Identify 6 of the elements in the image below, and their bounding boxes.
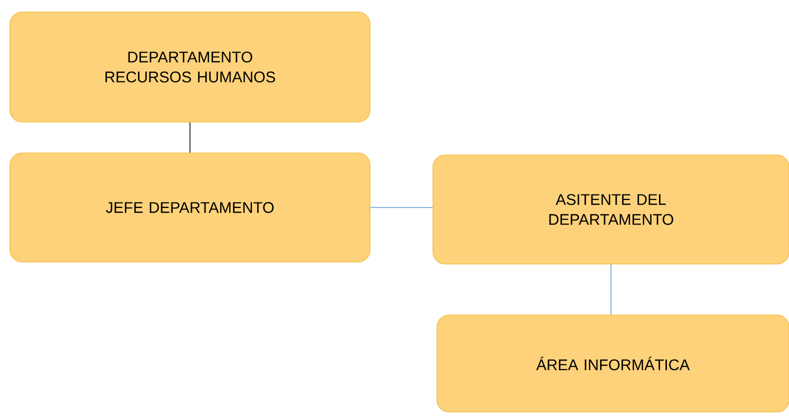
process-box: DEPARTAMENTO RECURSOS HUMANOS [10,12,370,122]
connector-line [610,264,612,315]
process-box: JEFE DEPARTAMENTO [10,152,370,262]
process-box: ASITENTE DEL DEPARTAMENTO [432,154,789,264]
connector-line [370,207,433,208]
process-box: ÁREA INFORMÁTICA [436,314,789,412]
